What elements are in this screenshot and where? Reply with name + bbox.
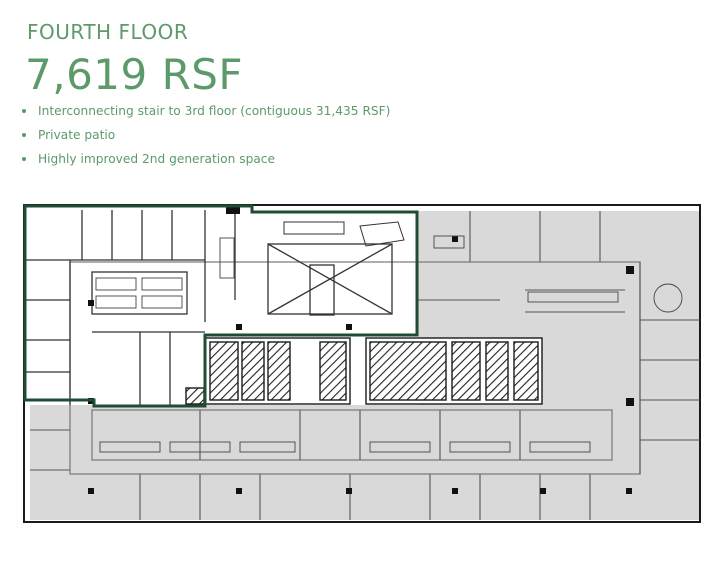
structural-columns — [88, 206, 634, 494]
feature-list: Interconnecting stair to 3rd floor (cont… — [20, 103, 390, 175]
building-core — [185, 337, 543, 405]
feature-item-patio: Private patio — [20, 127, 390, 143]
building-outline — [23, 204, 701, 523]
rentable-area: 7,619 RSF — [25, 50, 244, 99]
unavailable-area — [30, 211, 700, 520]
stair-feature — [283, 221, 405, 247]
feature-item-stair: Interconnecting stair to 3rd floor (cont… — [20, 103, 390, 119]
available-suite — [26, 207, 416, 405]
floor-title: FOURTH FLOOR — [27, 20, 189, 44]
feature-item-generation: Highly improved 2nd generation space — [20, 151, 390, 167]
available-suite-outline — [23, 204, 419, 408]
workstations — [95, 235, 683, 453]
suite-walls — [26, 210, 393, 405]
